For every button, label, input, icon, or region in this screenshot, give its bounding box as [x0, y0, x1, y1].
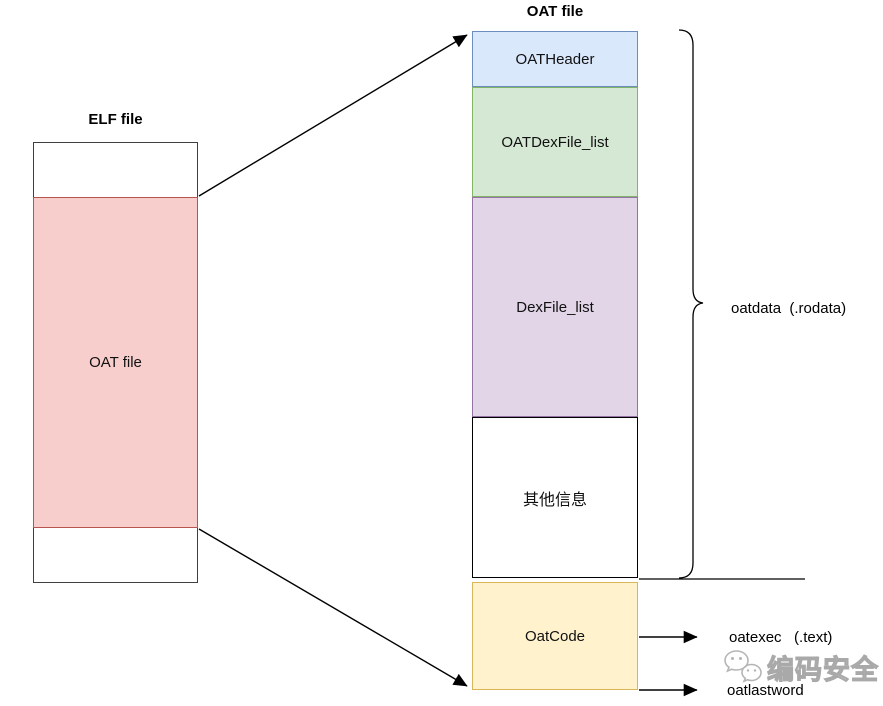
elf-file-title: ELF file — [88, 111, 143, 128]
oat-section-other-info: 其他信息 — [472, 417, 638, 578]
oat-section-label: OatCode — [524, 627, 586, 645]
oat-file-title: OAT file — [526, 3, 584, 20]
oat-section-oatcode: OatCode — [472, 582, 638, 690]
oatdata-brace — [678, 29, 704, 579]
watermark-text: 编码安全 — [766, 654, 879, 685]
elf-to-oat-bottom-arrow — [198, 528, 468, 687]
watermark: 编码安全 — [722, 646, 879, 688]
oatlastword-label: oatlastword — [727, 682, 804, 699]
oat-section-label: DexFile_list — [516, 298, 594, 316]
oat-section-label: OATDexFile_list — [501, 133, 609, 151]
oat-section-dexfile-list: DexFile_list — [472, 197, 638, 417]
oatexec-label: oatexec (.text) — [729, 629, 833, 646]
elf-to-oat-top-arrow — [198, 34, 468, 197]
oat-section-label: 其他信息 — [522, 491, 587, 509]
elf-oat-region-label: OAT file — [89, 354, 142, 371]
wechat-icon — [724, 650, 762, 683]
elf-oat-region: OAT file — [33, 197, 198, 528]
oat-section-label: OATHeader — [515, 50, 595, 68]
oatdata-label: oatdata (.rodata) — [731, 300, 847, 317]
oat-section-oatdexfile-list: OATDexFile_list — [472, 87, 638, 197]
oat-section-oatheader: OATHeader — [472, 31, 638, 87]
